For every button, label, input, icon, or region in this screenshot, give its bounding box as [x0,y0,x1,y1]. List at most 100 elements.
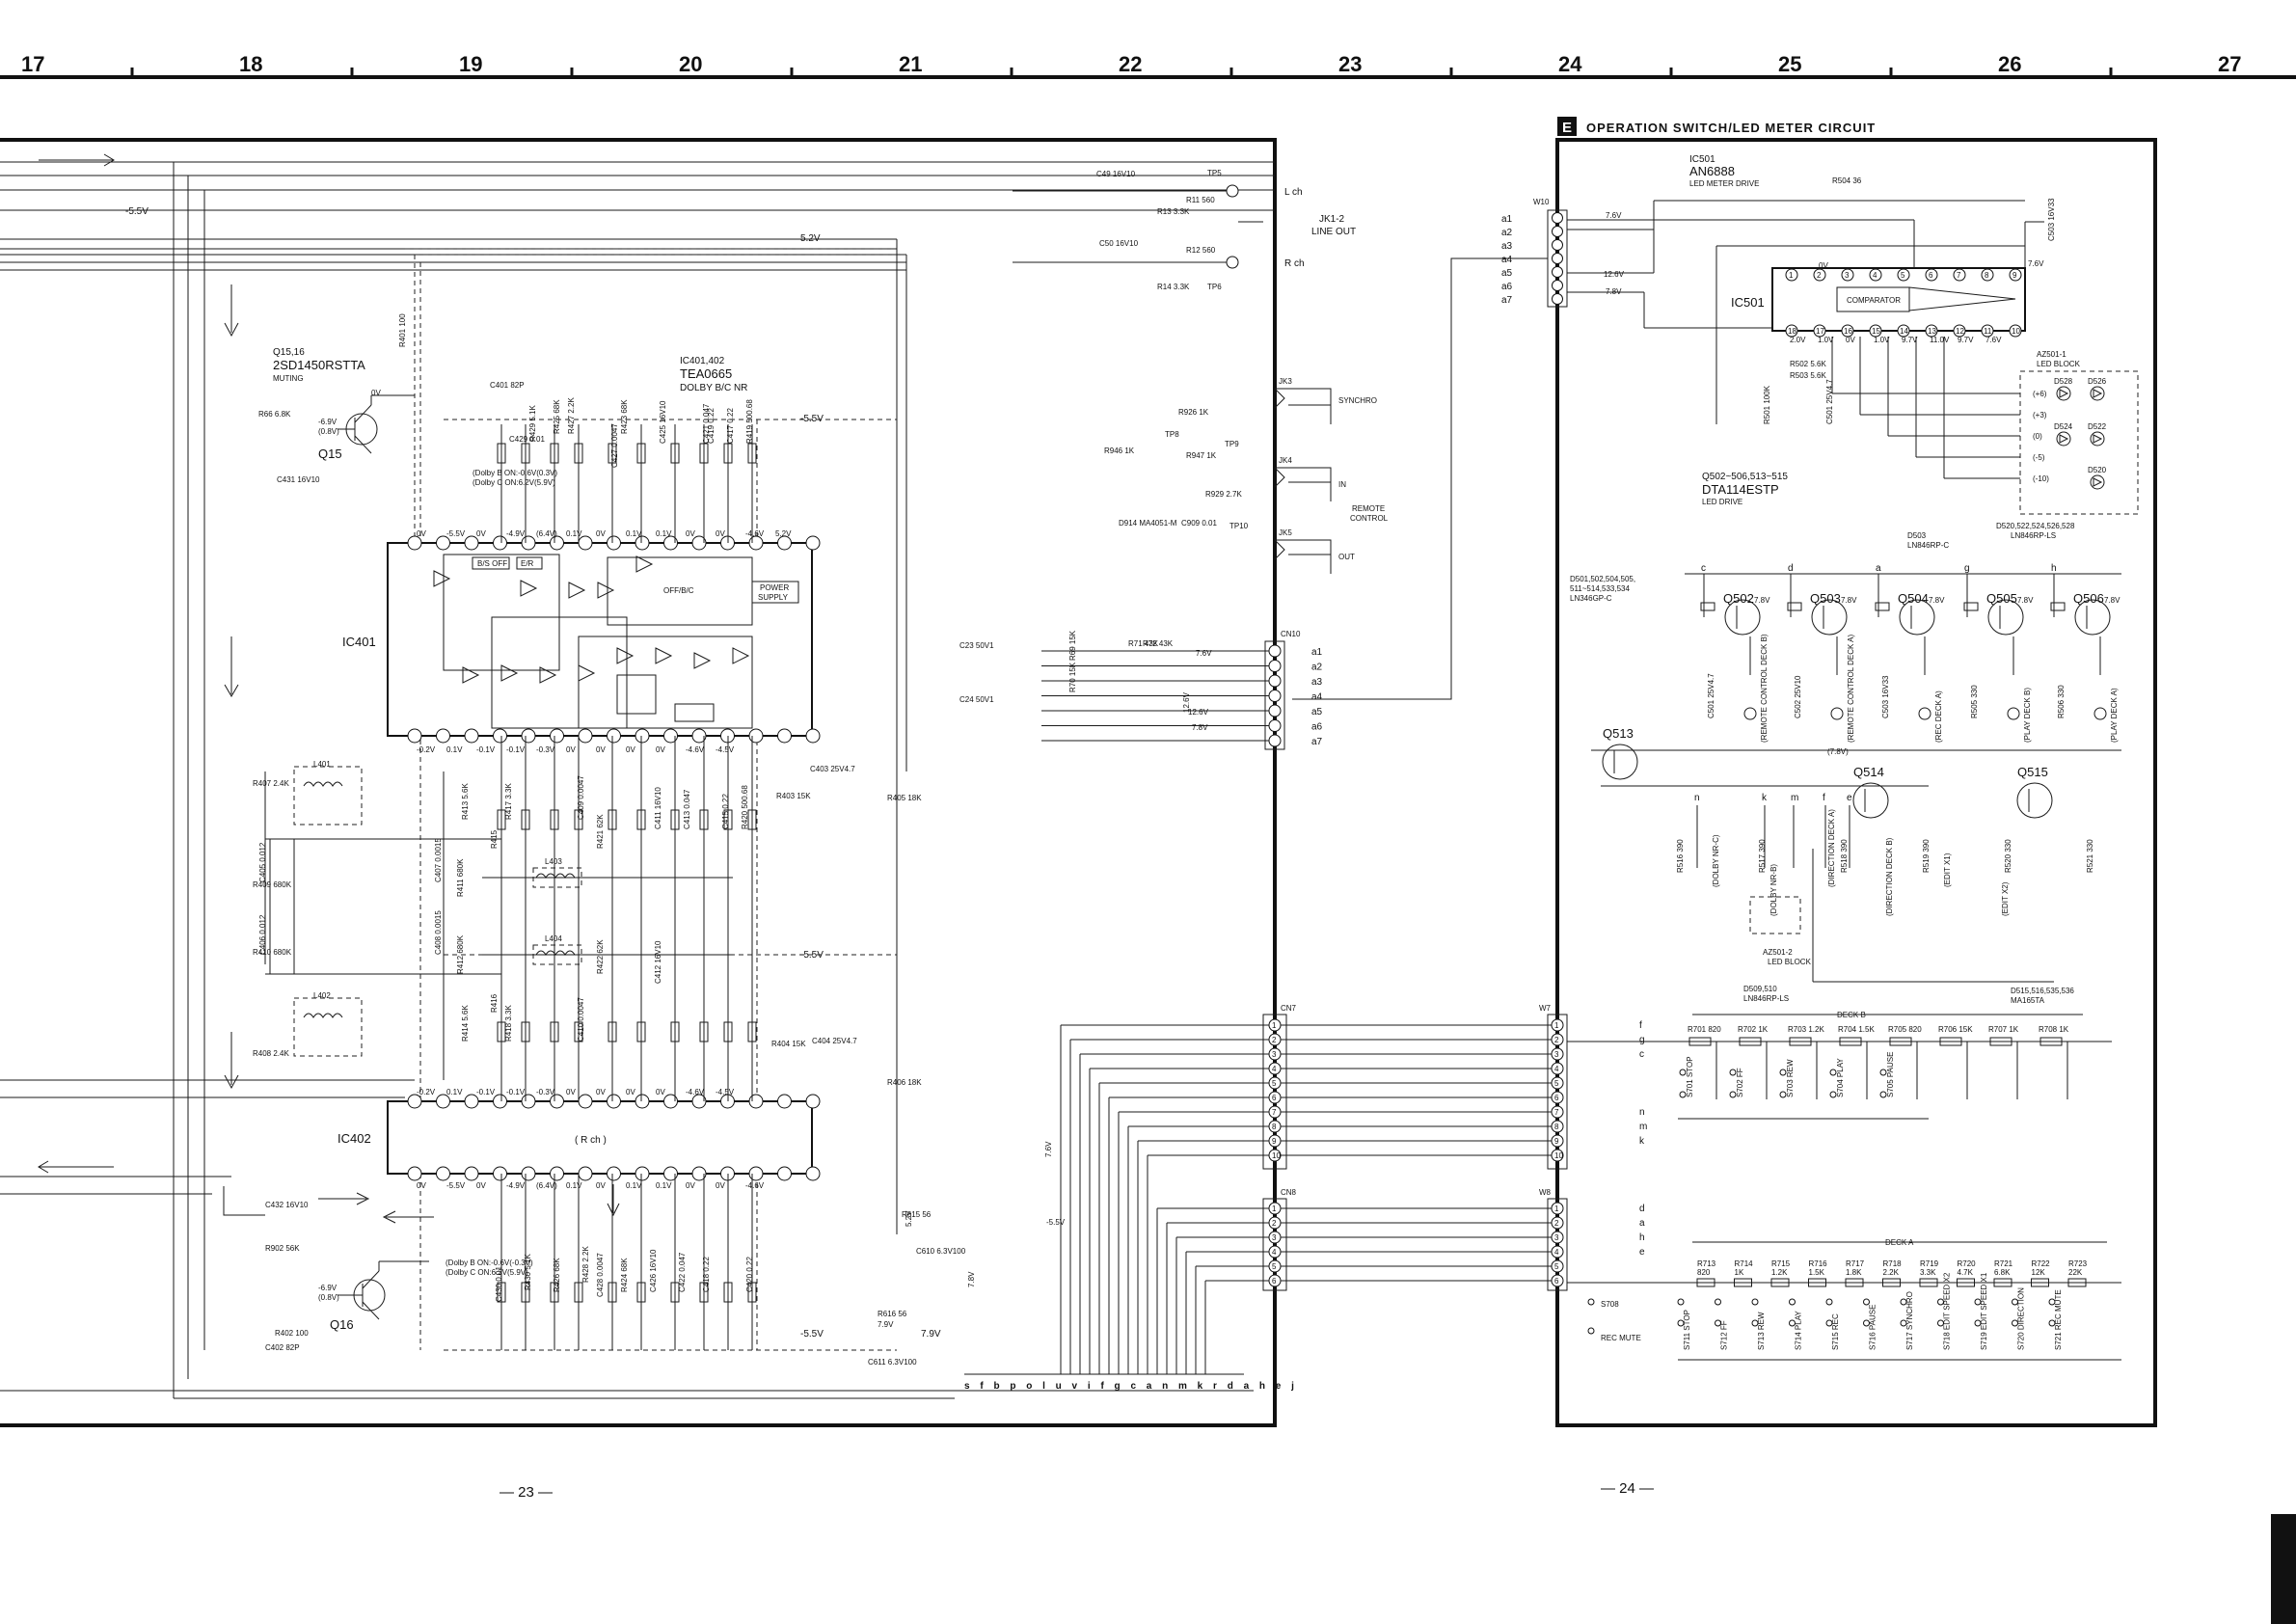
w8-pin [1551,1216,1564,1230]
pin-voltage: 0V [596,529,606,538]
led-function-label: (DIRECTION DECK A) [1827,809,1836,887]
part-label: R506 330 [2057,685,2066,718]
w10-pin [1552,226,1563,237]
resistor-symbol [2050,602,2066,611]
op-amp-symbol [693,652,712,669]
resistor-label: R705 820 [1888,1025,1922,1034]
pin-voltage: 0.1V [566,529,582,538]
part-label: L402 [313,991,331,1000]
resistor-symbol [636,1282,646,1303]
resistor-symbol [1696,1278,1715,1287]
transistor-icon [1899,599,1935,636]
switch-contact [1715,1298,1721,1306]
switch-contact [1829,1091,1837,1098]
w10-pin-label: a4 [1501,255,1513,265]
diode-symbol [2093,389,2103,398]
resistor-symbol [723,809,733,830]
rail-label-minus55-d: -5.5V [800,1329,824,1340]
w7-line-letter: g [1639,1035,1645,1045]
ic401-bottom-pin [464,728,479,744]
ic501-pin-number: 8 [1985,271,1989,280]
part-label: C420 0.22 [745,1257,754,1292]
ic-part-desc: DOLBY B/C NR [680,383,747,393]
diode-symbol [2093,477,2103,487]
part-label: R14 3.3K [1157,283,1190,291]
part-label: C430 0.01 [495,1266,503,1302]
switch-contact [1825,1319,1833,1327]
transistor-icon [2074,599,2111,636]
resistor-symbol [574,1282,583,1303]
ic401-bottom-pin [578,728,593,744]
pin-voltage: 5.2V [775,529,792,538]
part-label: R411 680K [456,858,465,897]
az501-1-desc: LED BLOCK [2037,360,2081,368]
ic401-top-pin [607,535,621,551]
q16-transistor [338,1260,429,1320]
part-label: 7.9V [878,1320,894,1329]
bus-letter: n [1694,793,1700,803]
part-label: R417 3.3K [504,783,513,820]
d509-ref: D509,510 [1743,985,1777,993]
cn10-pin-label: a3 [1311,677,1323,688]
resistor-label: R720 [1958,1259,1977,1268]
pin-voltage: 0V [686,1181,695,1190]
coil-l402 [293,997,363,1057]
ic402-bottom-pin [663,1166,678,1181]
w8-pin [1551,1274,1564,1287]
resistor-label: R721 [1994,1259,2013,1268]
switch-contact [1677,1298,1685,1306]
ic402-bottom-pin [464,1166,479,1181]
led-block-note-2: LN846RP-LS [2011,531,2056,540]
pin-voltage: 0V [686,529,695,538]
switch-label: S721 REC MUTE [2054,1289,2063,1350]
d501-note-3: LN346GP-C [1570,594,1612,603]
dolby-note-bot-2: (Dolby C ON:6.2V(5.9V) [446,1268,528,1277]
rch-label: R ch [1284,258,1305,269]
op-amp-symbol [462,666,480,684]
q15-transistor [338,394,415,454]
w8-pin-number: 5 [1554,1262,1559,1271]
led-indicator-icon [2090,431,2105,447]
resistor-symbol [670,809,680,830]
part-label: R12 560 [1186,246,1216,255]
resistor-symbol [521,1021,530,1042]
pin-voltage: 0.1V [656,1181,672,1190]
cn10-pin-label: a5 [1311,707,1323,717]
resistor-label: R701 820 [1688,1025,1721,1034]
diode-symbol [2059,434,2069,444]
pin-voltage: 0V [716,1181,725,1190]
part-label: R408 2.4K [253,1049,289,1058]
dolby-note-top-2: (Dolby C ON:6.2V(5.9V) [473,478,555,487]
w7-label: W7 [1539,1004,1552,1013]
pin-voltage: -0.2V [417,745,436,754]
resistor-symbol [1839,1037,1862,1046]
switch-contact [1937,1298,1944,1306]
ic401-top-pin [777,535,792,551]
op-amp-symbol [520,580,538,597]
voltage: 7.8V [2017,596,2034,605]
switch-label: S704 PLAY [1836,1058,1845,1097]
ic401-bottom-pin [550,728,564,744]
cn8-pin-number: 6 [1272,1277,1277,1286]
led-db-label: (+3) [2033,411,2047,420]
part-label: R517 390 [1758,839,1767,873]
ic401-bottom-pin [607,728,621,744]
az501-2-label: AZ501-2 [1763,948,1793,957]
bus-letter: a [1876,563,1881,574]
cn10-pin-label: a2 [1311,663,1323,673]
part-label: C503 16V33 [1881,675,1890,718]
ic501-voltage: 11.0V [1930,336,1950,344]
resistor-label: R723 [2068,1259,2088,1268]
resistor-label: R718 [1883,1259,1903,1268]
w7-pin-number: 6 [1554,1094,1559,1102]
w7-pin-number: 10 [1554,1151,1563,1160]
part-label: R946 1K [1104,447,1135,455]
transistor-label: Q515 [2017,765,2048,779]
resistor-value: 6.8K [1994,1268,2011,1277]
pin-voltage: -0.3V [536,1088,555,1096]
switch-contact [1715,1319,1721,1327]
led-db-label: (+6) [2033,390,2047,398]
w10-pin [1552,253,1563,264]
ic501-voltage: 9.7V [1902,336,1918,344]
pin-voltage: -4.9V [506,1181,526,1190]
